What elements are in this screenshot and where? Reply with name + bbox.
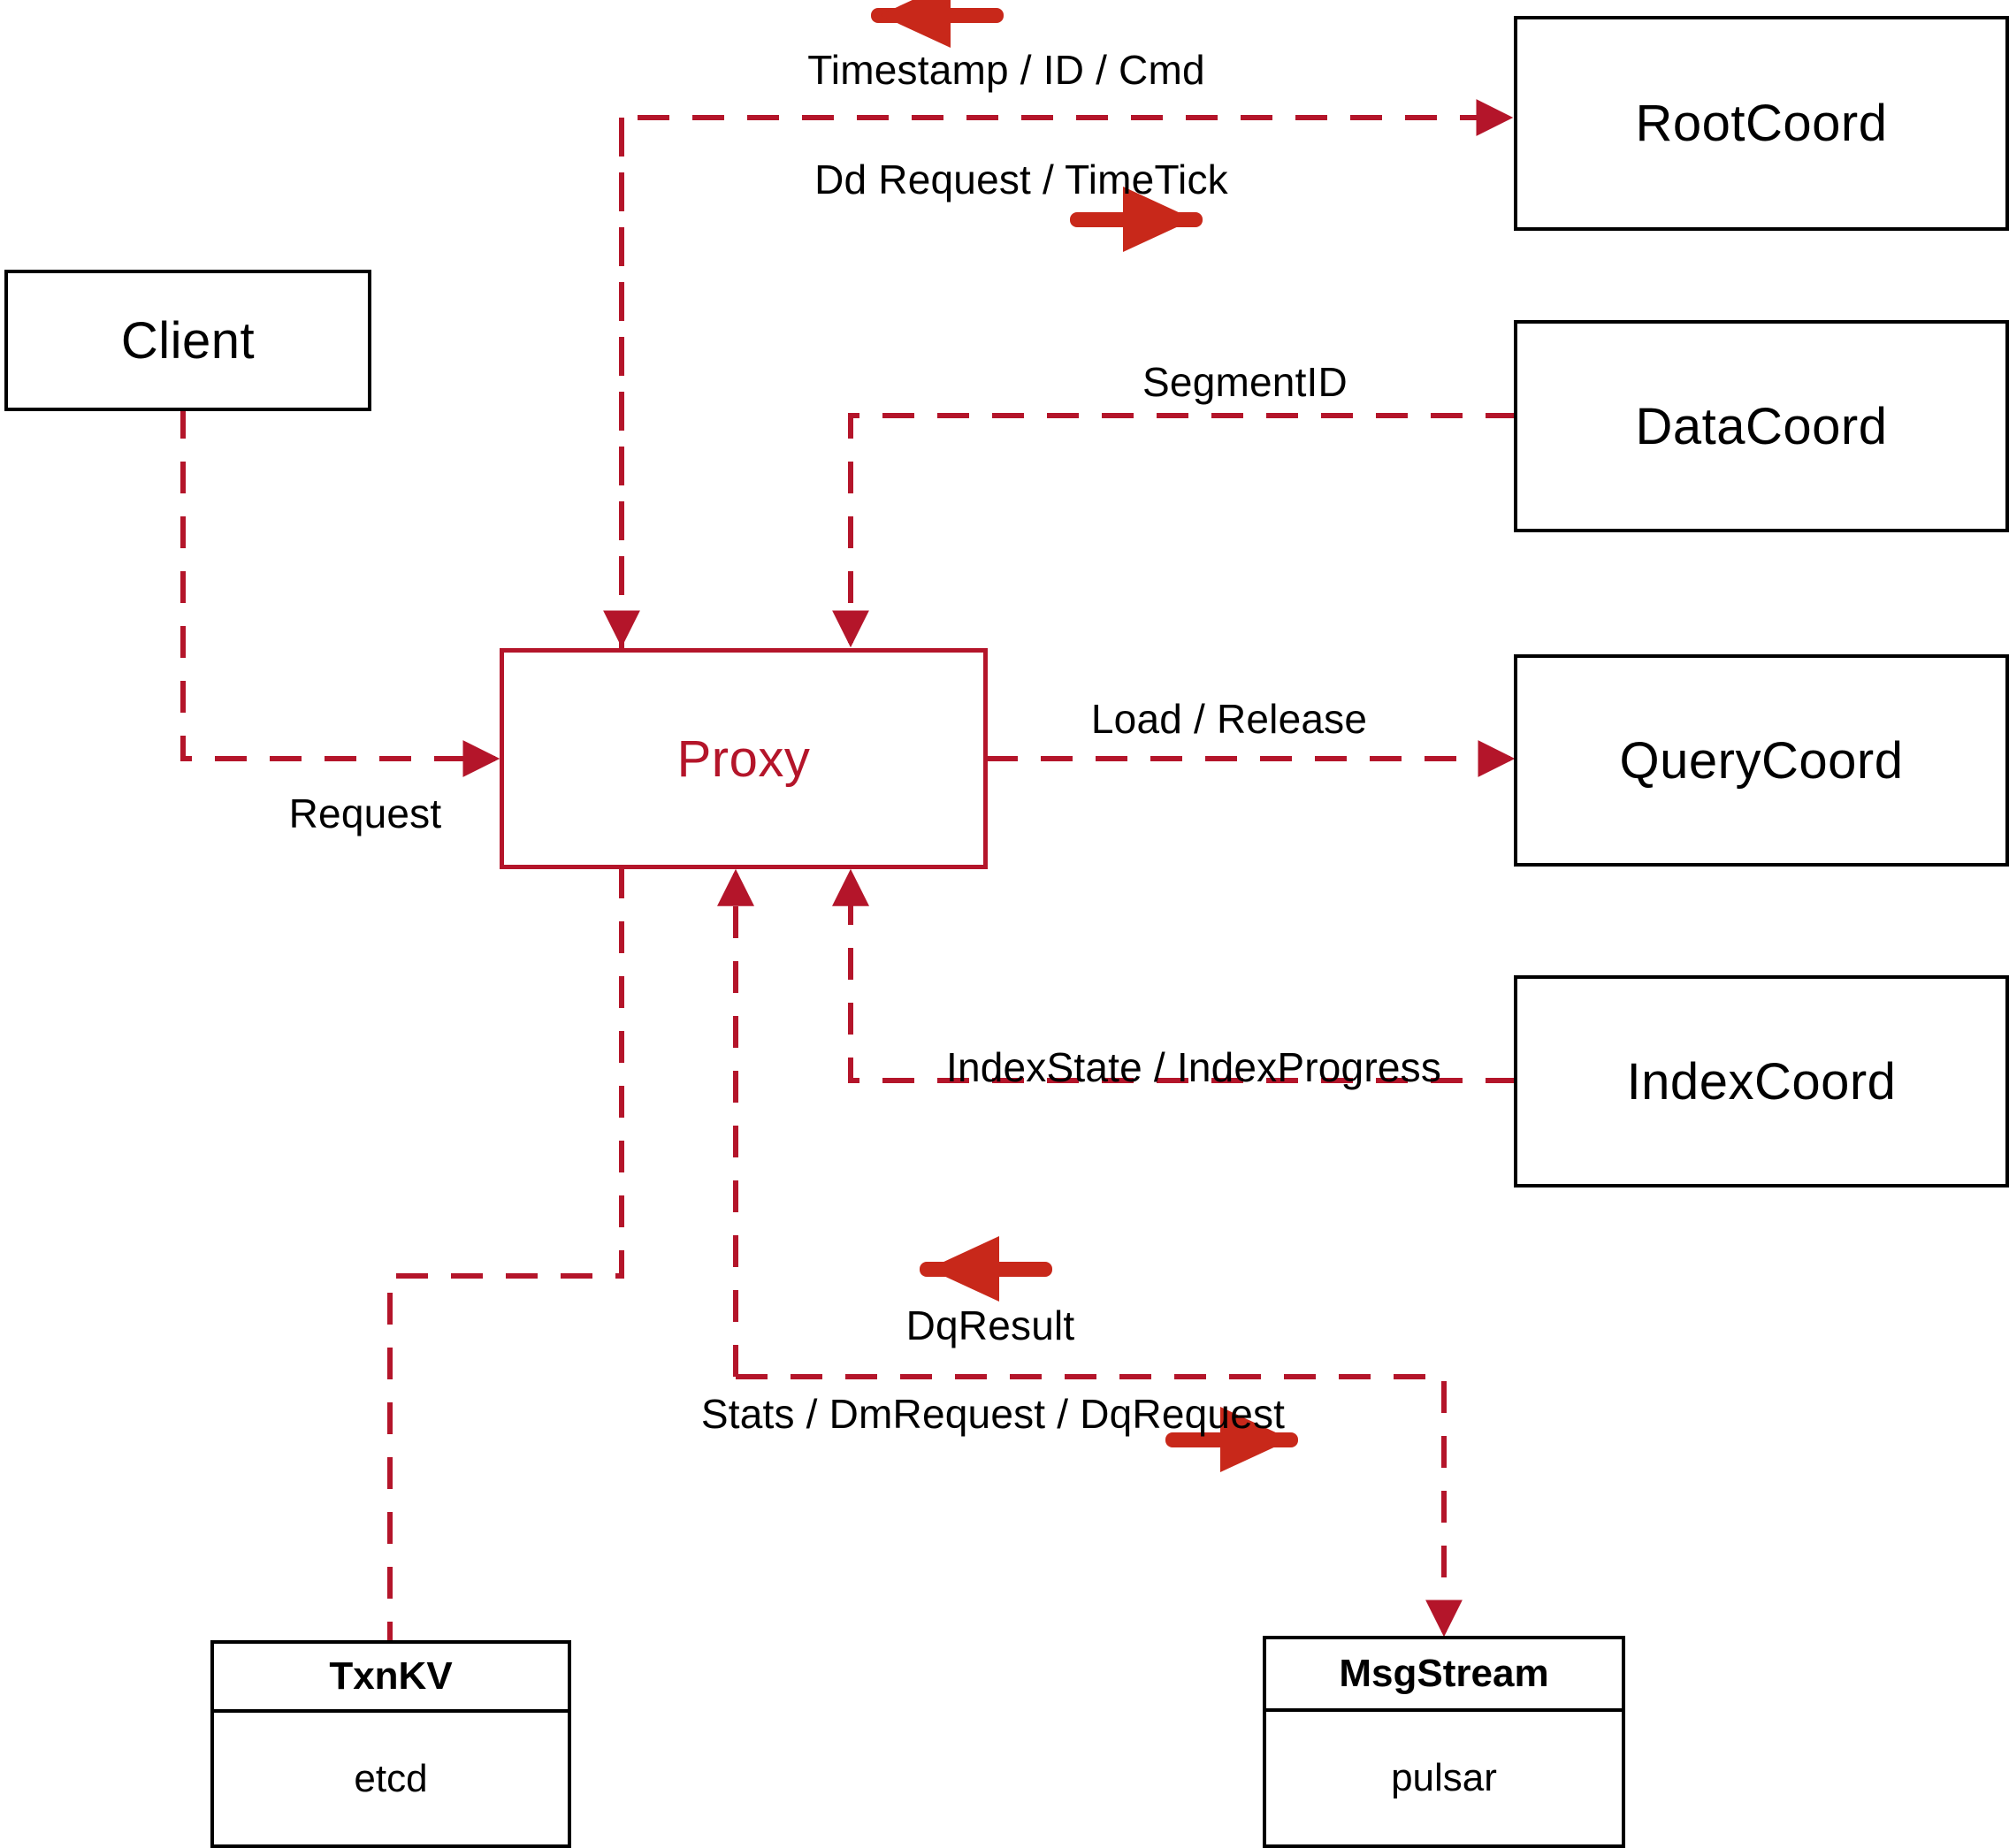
store-msgstream-body: pulsar [1391, 1756, 1497, 1799]
direction-arrow-group [871, 0, 1298, 1472]
node-client[interactable]: Client [4, 270, 371, 411]
edge-client-to-proxy [180, 407, 500, 777]
store-txnkv[interactable]: TxnKV etcd [210, 1640, 571, 1848]
edge-datacoord-to-proxy [832, 413, 1517, 648]
edge-proxy-to-txnkv [387, 867, 624, 1640]
edge-proxy-to-msgstream [736, 1374, 1463, 1638]
node-querycoord-label: QueryCoord [1619, 731, 1904, 790]
node-indexcoord[interactable]: IndexCoord [1514, 975, 2009, 1187]
dd-request-arrow [1070, 187, 1203, 252]
timestamp-id-cmd-arrow [871, 0, 1004, 48]
stats-request-arrow [1165, 1407, 1298, 1472]
node-proxy[interactable]: Proxy [500, 648, 988, 869]
edge-label-load-release: Load / Release [1090, 696, 1368, 742]
store-txnkv-body: etcd [354, 1756, 428, 1800]
edge-label-timestamp-id-cmd: Timestamp / ID / Cmd [807, 47, 1205, 93]
node-rootcoord[interactable]: RootCoord [1514, 16, 2009, 231]
edge-label-request: Request [288, 790, 442, 836]
node-querycoord[interactable]: QueryCoord [1514, 654, 2009, 867]
node-rootcoord-label: RootCoord [1635, 95, 1888, 152]
node-datacoord-label: DataCoord [1635, 397, 1888, 455]
node-proxy-label: Proxy [676, 729, 811, 788]
edge-label-dqresult: DqResult [905, 1302, 1075, 1348]
edge-label-segmentid: SegmentID [1142, 359, 1348, 405]
store-msgstream-header: MsgStream [1266, 1639, 1622, 1712]
edge-indexcoord-to-proxy [832, 868, 1517, 1083]
node-client-label: Client [120, 311, 256, 370]
edge-label-stats-dm-dq: Stats / DmRequest / DqRequest [700, 1391, 1286, 1437]
node-datacoord[interactable]: DataCoord [1514, 320, 2009, 532]
store-txnkv-header: TxnKV [214, 1644, 568, 1713]
dqresult-arrow [920, 1236, 1052, 1302]
edge-label-indexstate-indexprogress: IndexState / IndexProgress [945, 1044, 1442, 1090]
store-msgstream[interactable]: MsgStream pulsar [1263, 1636, 1625, 1848]
node-indexcoord-label: IndexCoord [1626, 1052, 1897, 1111]
edge-label-dd-request-timetick: Dd Request / TimeTick [814, 157, 1228, 202]
